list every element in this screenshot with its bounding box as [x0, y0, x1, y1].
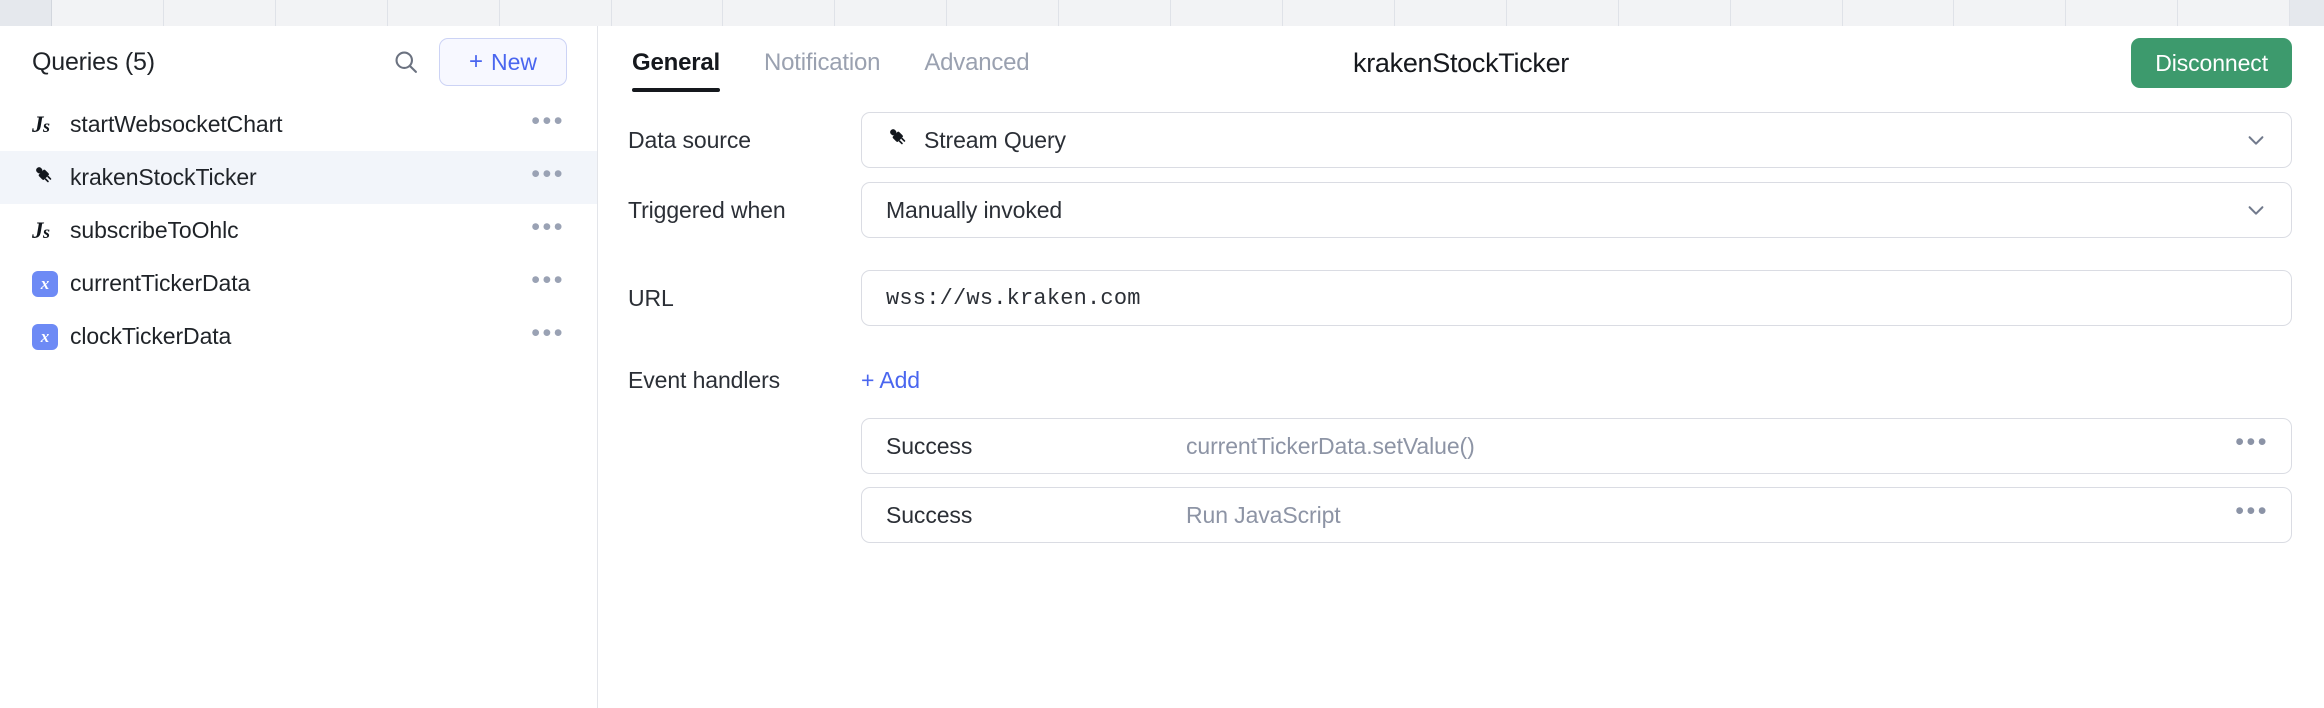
variable-icon: x [32, 323, 58, 350]
spreadsheet-column-header [1506, 0, 1619, 26]
spreadsheet-column-header [611, 0, 724, 26]
sidebar-item-startWebsocketChart[interactable]: Js startWebsocketChart ••• [0, 98, 597, 151]
event-handler-gutter [628, 418, 861, 474]
add-event-handler-button[interactable]: + Add [861, 367, 920, 393]
data-source-label: Data source [628, 127, 751, 153]
query-type-icon [32, 163, 66, 192]
spreadsheet-column-header [387, 0, 500, 26]
general-form: Data source [598, 100, 2324, 556]
spreadsheet-column-header [499, 0, 612, 26]
query-name-label: clockTickerData [70, 323, 232, 349]
spreadsheet-column-header [1282, 0, 1395, 26]
event-handler-card[interactable]: Success currentTickerData.setValue() ••• [861, 418, 2292, 474]
js-icon: Js [32, 111, 50, 137]
spreadsheet-column-header [723, 0, 836, 26]
query-type-icon: Js [32, 112, 66, 138]
query-row-menu-button[interactable]: ••• [531, 318, 565, 347]
event-handler-event: Success [886, 432, 973, 459]
spreadsheet-column-header [275, 0, 388, 26]
query-row-menu-button[interactable]: ••• [531, 106, 565, 135]
event-handler-item: Success Run JavaScript ••• [628, 487, 2292, 543]
spreadsheet-column-header [2066, 0, 2179, 26]
event-handlers-row: Event handlers + Add [628, 352, 2292, 408]
js-icon: Js [32, 217, 50, 243]
spreadsheet-column-header [163, 0, 276, 26]
plug-icon [32, 163, 56, 192]
spreadsheet-column-header [1059, 0, 1172, 26]
chevron-down-icon[interactable] [2243, 127, 2269, 153]
event-handler-menu-button[interactable]: ••• [2235, 428, 2269, 456]
query-name-label: startWebsocketChart [70, 111, 283, 137]
variable-icon: x [32, 270, 58, 297]
query-type-icon: x [32, 270, 66, 297]
tab-notification[interactable]: Notification [763, 49, 881, 76]
spreadsheet-column-header [1171, 0, 1283, 26]
search-icon[interactable] [385, 41, 427, 83]
sidebar-item-clockTickerData[interactable]: x clockTickerData ••• [0, 310, 597, 363]
spreadsheet-header-strip [0, 0, 2324, 26]
query-name-label: krakenStockTicker [70, 164, 257, 190]
plus-icon: + [468, 48, 483, 75]
spreadsheet-strip-end [2290, 0, 2324, 26]
event-handler-action: currentTickerData.setValue() [1186, 432, 1475, 459]
event-handler-gutter [628, 487, 861, 543]
url-input[interactable]: wss://ws.kraken.com [861, 270, 2292, 326]
tab-bar: General Notification Advanced [628, 26, 1030, 100]
data-source-select[interactable]: Stream Query [861, 112, 2292, 168]
spreadsheet-column-header [2178, 0, 2291, 26]
event-handler-action: Run JavaScript [1186, 501, 1341, 528]
url-label: URL [628, 285, 674, 311]
tab-general[interactable]: General [632, 26, 720, 100]
queries-title: Queries (5) [32, 47, 155, 76]
event-handlers-label: Event handlers [628, 367, 781, 393]
query-row-menu-button[interactable]: ••• [531, 265, 565, 294]
url-value: wss://ws.kraken.com [886, 285, 1141, 311]
data-source-value: Stream Query [924, 126, 1066, 153]
event-handler-menu-button[interactable]: ••• [2235, 497, 2269, 525]
plug-icon [886, 125, 910, 155]
query-name-label: currentTickerData [70, 270, 251, 296]
spreadsheet-column-header [1394, 0, 1507, 26]
url-row: URL wss://ws.kraken.com [628, 270, 2292, 326]
spreadsheet-column-header [1842, 0, 1955, 26]
triggered-when-value: Manually invoked [886, 196, 1063, 223]
query-row-menu-button[interactable]: ••• [531, 159, 565, 188]
spreadsheet-column-header [835, 0, 948, 26]
spreadsheet-column-header [1618, 0, 1731, 26]
event-handler-card[interactable]: Success Run JavaScript ••• [861, 487, 2292, 543]
query-row-menu-button[interactable]: ••• [531, 212, 565, 241]
query-name-label: subscribeToOhlc [70, 217, 239, 243]
triggered-when-row: Triggered when Manually invoked [628, 182, 2292, 238]
spreadsheet-column-header [947, 0, 1060, 26]
new-query-button[interactable]: + New [439, 38, 567, 86]
query-panel: Queries (5) + New Js startWebsocketChart •… [0, 26, 2324, 708]
triggered-when-label: Triggered when [628, 197, 786, 223]
event-handler-item: Success currentTickerData.setValue() ••• [628, 418, 2292, 474]
sidebar-item-krakenStockTicker[interactable]: krakenStockTicker ••• [0, 151, 597, 204]
spreadsheet-column-header [52, 0, 164, 26]
sidebar-header: Queries (5) + New [0, 26, 597, 98]
new-query-label: New [491, 48, 538, 75]
chevron-down-icon[interactable] [2243, 197, 2269, 223]
data-source-row: Data source [628, 112, 2292, 168]
sidebar-item-currentTickerData[interactable]: x currentTickerData ••• [0, 257, 597, 310]
sidebar-item-subscribeToOhlc[interactable]: Js subscribeToOhlc ••• [0, 204, 597, 257]
triggered-when-select[interactable]: Manually invoked [861, 182, 2292, 238]
spreadsheet-column-header [1954, 0, 2067, 26]
spreadsheet-column-header [1730, 0, 1843, 26]
query-type-icon: Js [32, 218, 66, 244]
tab-advanced[interactable]: Advanced [924, 49, 1030, 76]
event-handler-event: Success [886, 501, 973, 528]
disconnect-button[interactable]: Disconnect [2131, 38, 2292, 88]
spreadsheet-corner-cell [0, 0, 52, 26]
spreadsheet-column-headers [52, 0, 2291, 26]
query-type-icon: x [32, 323, 66, 350]
queries-sidebar: Queries (5) + New Js startWebsocketChart •… [0, 26, 598, 708]
